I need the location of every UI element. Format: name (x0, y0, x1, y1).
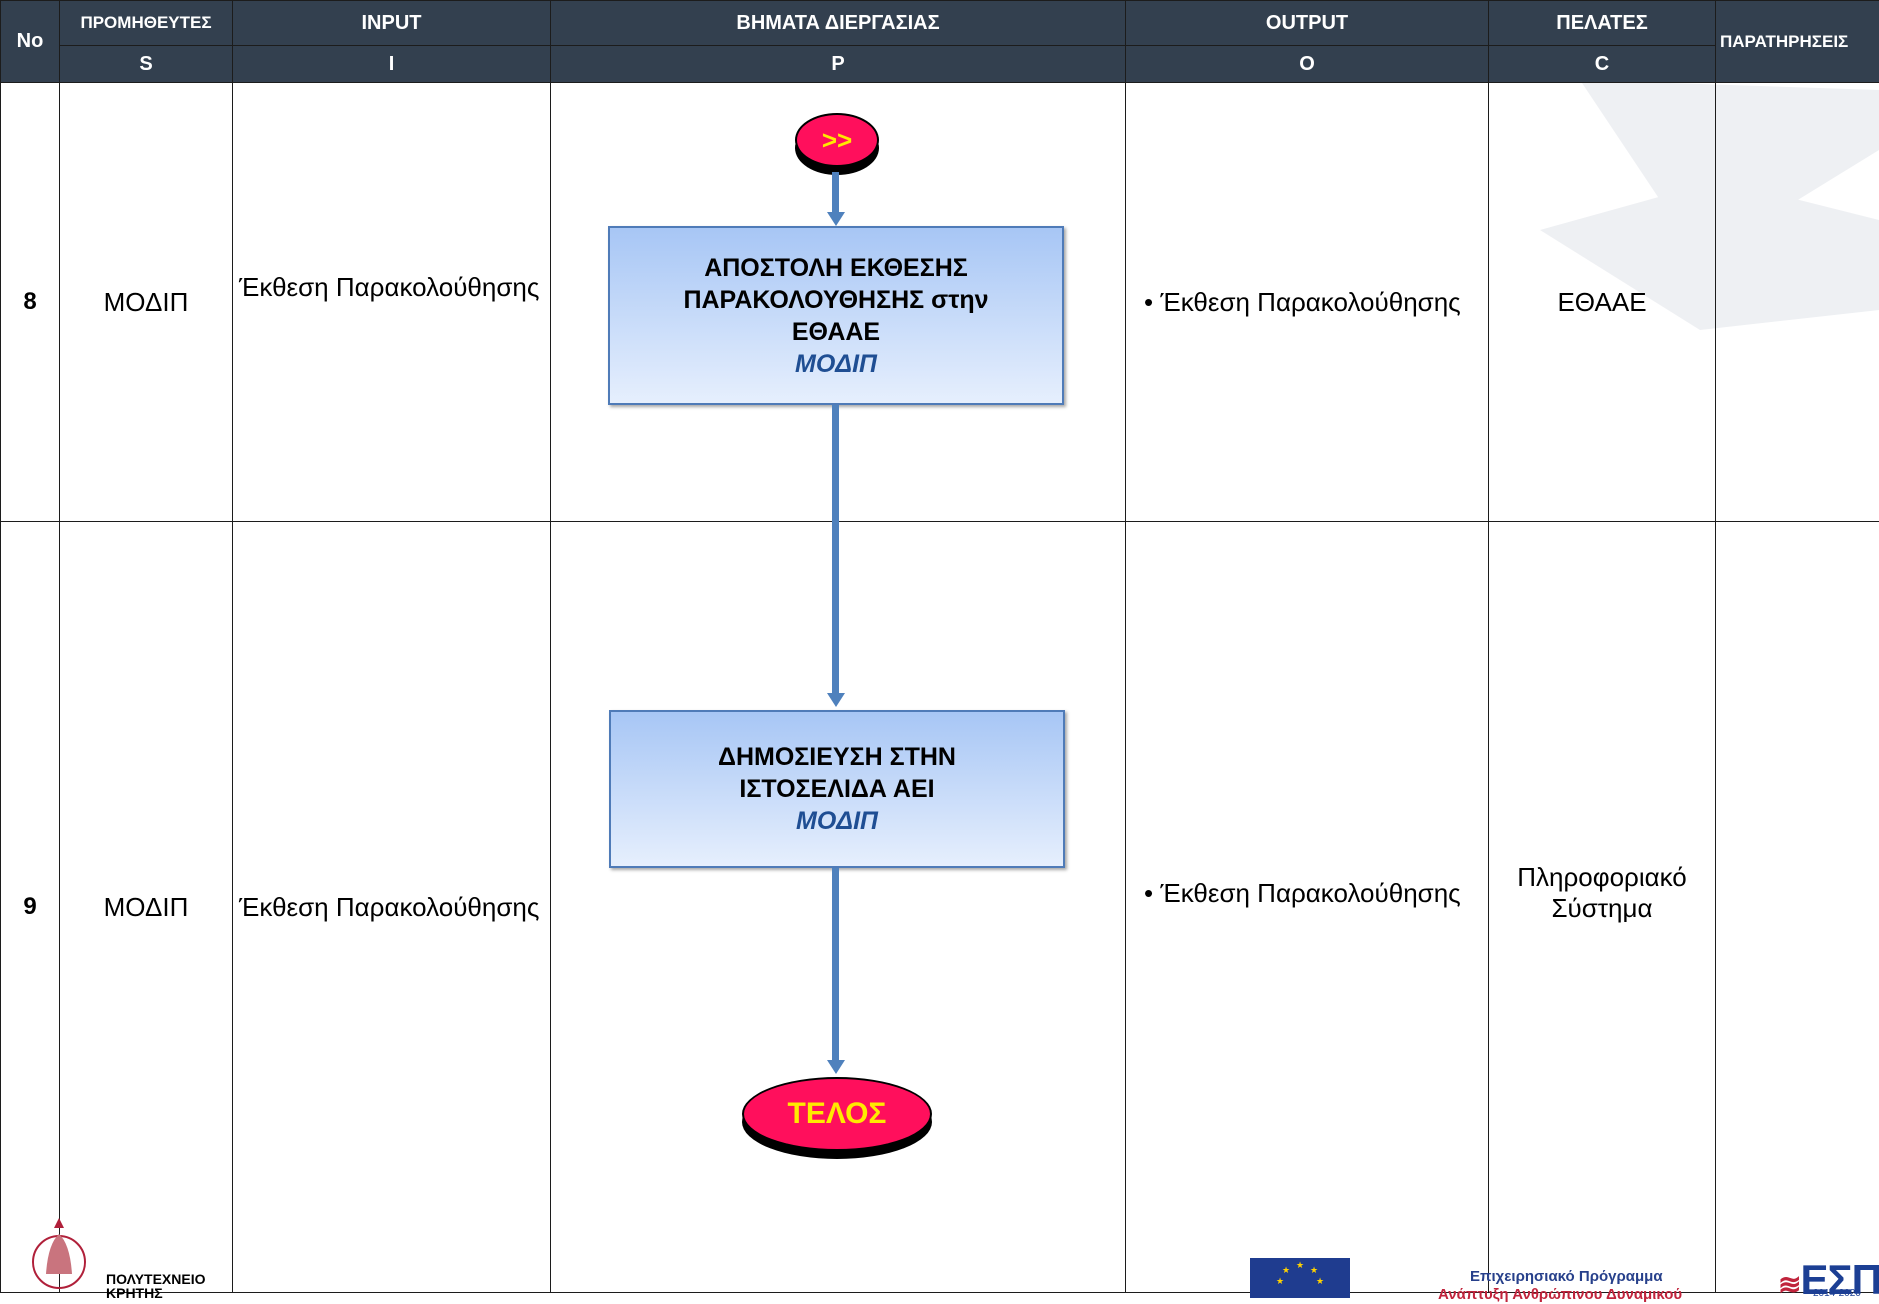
header-output: OUTPUT (1126, 1, 1489, 46)
input-text: Έκθεση Παρακολούθησης (239, 272, 539, 302)
customer-cell: ΕΘΑΑΕ (1489, 83, 1716, 522)
program-name: Επιχειρησιακό Πρόγραμμα (1470, 1268, 1663, 1285)
output-cell: • Έκθεση Παρακολούθησης (1126, 522, 1489, 1293)
table-row: 8 ΜΟΔΙΠ Έκθεση Παρακολούθησης • Έκθεση Π… (1, 83, 1879, 522)
subheader-c: C (1489, 46, 1716, 83)
output-text: • Έκθεση Παρακολούθησης (1144, 878, 1461, 908)
subheader-i: I (233, 46, 551, 83)
header-suppliers: ΠΡΟΜΗΘΕΥΤΕΣ (60, 1, 233, 46)
subheader-row: S I P O C (1, 46, 1879, 83)
header-process-steps: ΒΗΜΑΤΑ ΔΙΕΡΓΑΣΙΑΣ (551, 1, 1126, 46)
table-row: 9 ΜΟΔΙΠ Έκθεση Παρακολούθησης • Έκθεση Π… (1, 522, 1879, 1293)
process-cell (551, 83, 1126, 522)
header-notes: ΠΑΡΑΤΗΡΗΣΕΙΣ (1716, 1, 1879, 83)
eu-flag-icon: ★ ★ ★ ★ ★ (1250, 1258, 1350, 1298)
customer-line1: Πληροφοριακό (1489, 862, 1715, 893)
input-cell: Έκθεση Παρακολούθησης (233, 83, 551, 522)
process-cell (551, 522, 1126, 1293)
program-subtitle: Ανάπτυξη Ανθρώπινου Δυναμικού (1438, 1286, 1682, 1303)
subheader-o: O (1126, 46, 1489, 83)
row-number: 9 (1, 522, 60, 1293)
subheader-p: P (551, 46, 1126, 83)
header-input: INPUT (233, 1, 551, 46)
subheader-s: S (60, 46, 233, 83)
supplier-cell: ΜΟΔΙΠ (60, 522, 233, 1293)
header-customers: ΠΕΛΑΤΕΣ (1489, 1, 1716, 46)
supplier-cell: ΜΟΔΙΠ (60, 83, 233, 522)
header-no: No (1, 1, 60, 83)
university-emblem-icon (28, 1214, 90, 1294)
customer-cell: Πληροφοριακό Σύστημα (1489, 522, 1716, 1293)
customer-text: Πληροφοριακό Σύστημα (1489, 862, 1715, 924)
input-cell: Έκθεση Παρακολούθησης (233, 522, 551, 1293)
customer-line2: Σύστημα (1489, 893, 1715, 924)
output-cell: • Έκθεση Παρακολούθησης (1126, 83, 1489, 522)
row-number: 8 (1, 83, 60, 522)
header-row: No ΠΡΟΜΗΘΕΥΤΕΣ INPUT ΒΗΜΑΤΑ ΔΙΕΡΓΑΣΙΑΣ O… (1, 1, 1879, 46)
university-name-line2: ΚΡΗΤΗΣ (106, 1286, 205, 1300)
notes-cell (1716, 83, 1879, 522)
university-name: ΠΟΛΥΤΕΧΝΕΙΟ ΚΡΗΤΗΣ (106, 1272, 205, 1300)
university-name-line1: ΠΟΛΥΤΕΧΝΕΙΟ (106, 1272, 205, 1286)
espa-waves-icon: ≋ (1778, 1269, 1800, 1300)
notes-cell (1716, 522, 1879, 1293)
